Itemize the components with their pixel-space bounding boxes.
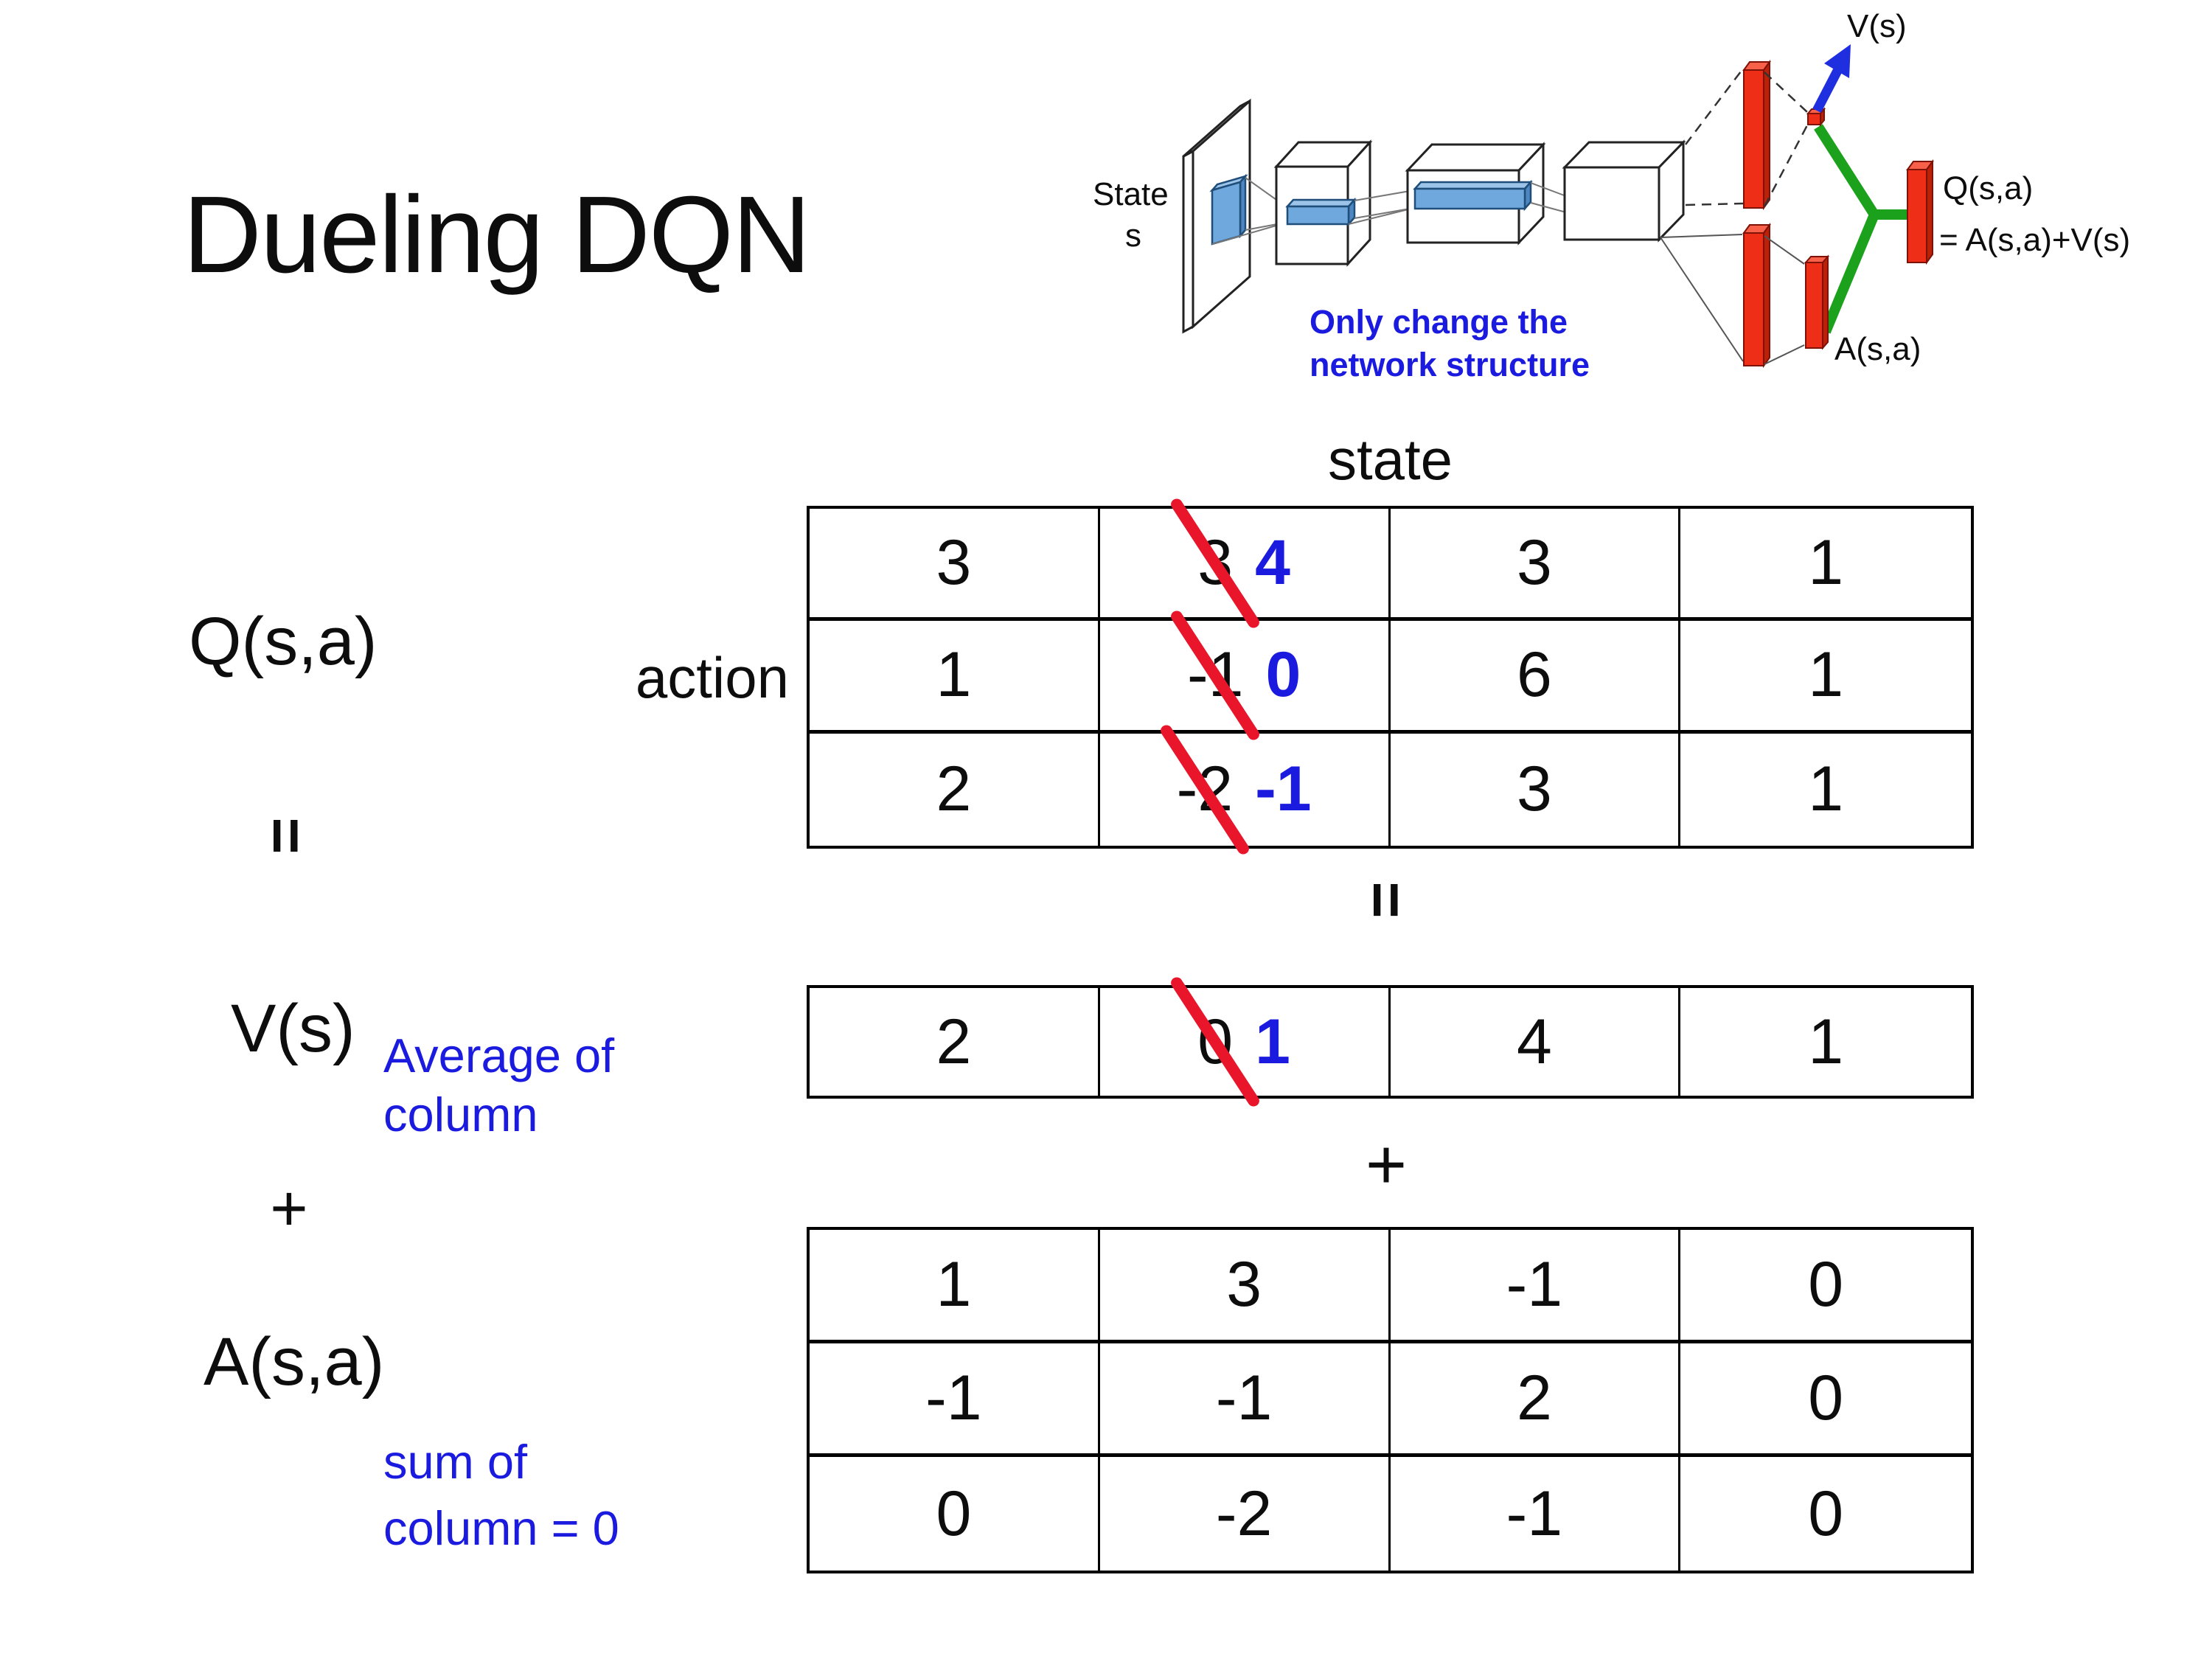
plus-left: +: [270, 1172, 308, 1245]
q-output-bar: [1906, 159, 1934, 265]
v-equation-label: V(s): [231, 991, 355, 1066]
fanout-lines-dashed: [1685, 68, 1744, 206]
q-cell: 3: [1390, 509, 1681, 622]
old-value-wrap: -2: [1160, 725, 1249, 855]
old-value-wrap: 3: [1171, 498, 1260, 628]
state-input-label: State: [1093, 176, 1169, 212]
sum-note-line2: column = 0: [383, 1501, 619, 1555]
old-value: 3: [1197, 527, 1234, 599]
q-cell: 1: [810, 621, 1100, 734]
a-cell: 0: [1680, 1230, 1971, 1343]
state-input-sublabel: s: [1125, 218, 1141, 254]
feature-bar-1: [1285, 197, 1357, 227]
q-cell: 2: [810, 733, 1100, 846]
combiner-connector: [1814, 124, 1910, 334]
value-scalar-node: [1806, 107, 1826, 127]
equals-center: =: [1350, 880, 1422, 919]
q-cell: 1: [1680, 509, 1971, 622]
v-output-label: V(s): [1847, 8, 1907, 44]
value-stream-bar: [1742, 59, 1771, 211]
new-value: 1: [1255, 1006, 1290, 1077]
a-cell: -1: [1099, 1343, 1391, 1457]
a-cell: -2: [1100, 1457, 1391, 1571]
a-cell: 3: [1099, 1230, 1391, 1343]
advantage-node-links: [1764, 235, 1805, 365]
conv-box-3: [1562, 139, 1686, 243]
q-cell: 3: [810, 509, 1100, 622]
q-table: 3 3 4 3 1 1 -1 0 6 1 2 -2 -1: [807, 498, 1974, 855]
old-value: 0: [1197, 1006, 1234, 1077]
plus-center: +: [1365, 1125, 1408, 1204]
q-cell: 1: [1808, 754, 1844, 825]
projection-lines-3: [1530, 182, 1567, 213]
equals-left: =: [250, 816, 321, 855]
advantage-stream-bar: [1742, 222, 1771, 369]
q-cell: 1: [1680, 621, 1971, 734]
a-cell: 2: [1390, 1343, 1681, 1457]
v-cell: 2: [810, 988, 1100, 1096]
average-note: Average of column: [383, 1026, 614, 1144]
old-value: -2: [1176, 754, 1234, 825]
sum-note: sum of column = 0: [383, 1429, 619, 1562]
q-cell-crossed: 3 4: [1099, 498, 1391, 628]
input-conv-patch: [1209, 173, 1248, 246]
old-value-wrap: 0: [1171, 977, 1260, 1107]
new-value: -1: [1255, 754, 1312, 825]
a-cell: -1: [1391, 1457, 1681, 1571]
network-diagram: State s V(s) Q(s,a) = A(s,a)+V(s) A(s,a)…: [1054, 0, 2212, 413]
diagram-note-line2: network structure: [1310, 346, 1590, 383]
value-arrow: [1812, 44, 1851, 113]
q-cell: 6: [1390, 621, 1681, 734]
page-title: Dueling DQN: [183, 174, 811, 296]
v-table: 2 0 1 4 1: [807, 977, 1974, 1107]
old-value-wrap: -1: [1171, 611, 1260, 740]
diagram-note-line1: Only change the: [1310, 303, 1568, 341]
a-equation-label: A(s,a): [204, 1324, 385, 1399]
q-cell: 3: [1391, 733, 1681, 846]
v-cell-crossed: 0 1: [1100, 977, 1391, 1107]
feature-bar-2: [1413, 179, 1533, 212]
average-note-line1: Average of: [383, 1029, 615, 1082]
q-cell-crossed: -2 -1: [1100, 725, 1391, 855]
a-cell: 0: [1808, 1478, 1844, 1549]
new-value: 4: [1255, 527, 1290, 599]
a-cell: 0: [1680, 1343, 1971, 1457]
a-table: 1 3 -1 0 -1 -1 2 0 0 -2 -1 0: [807, 1227, 1974, 1573]
a-cell: 1: [810, 1230, 1100, 1343]
a-output-label: A(s,a): [1834, 331, 1921, 367]
projection-lines-2: [1348, 189, 1415, 225]
v-cell: 4: [1391, 988, 1681, 1096]
q-equation-label: Q(s,a): [189, 604, 378, 679]
a-cell: -1: [810, 1343, 1100, 1457]
v-cell: 1: [1808, 1006, 1844, 1077]
sum-note-line1: sum of: [383, 1435, 528, 1489]
fanout-lines-solid: [1660, 234, 1744, 362]
a-cell: 0: [810, 1457, 1100, 1571]
advantage-vector-bar: [1804, 254, 1830, 350]
q-output-label-line2: = A(s,a)+V(s): [1939, 222, 2130, 258]
old-value: -1: [1186, 639, 1244, 711]
state-header: state: [1327, 427, 1453, 492]
value-node-links: [1763, 72, 1809, 207]
q-cell-crossed: -1 0: [1099, 611, 1391, 740]
new-value: 0: [1265, 639, 1301, 711]
action-label: action: [635, 645, 789, 710]
a-cell: -1: [1390, 1230, 1681, 1343]
average-note-line2: column: [383, 1088, 538, 1141]
q-output-label-line1: Q(s,a): [1943, 170, 2033, 206]
